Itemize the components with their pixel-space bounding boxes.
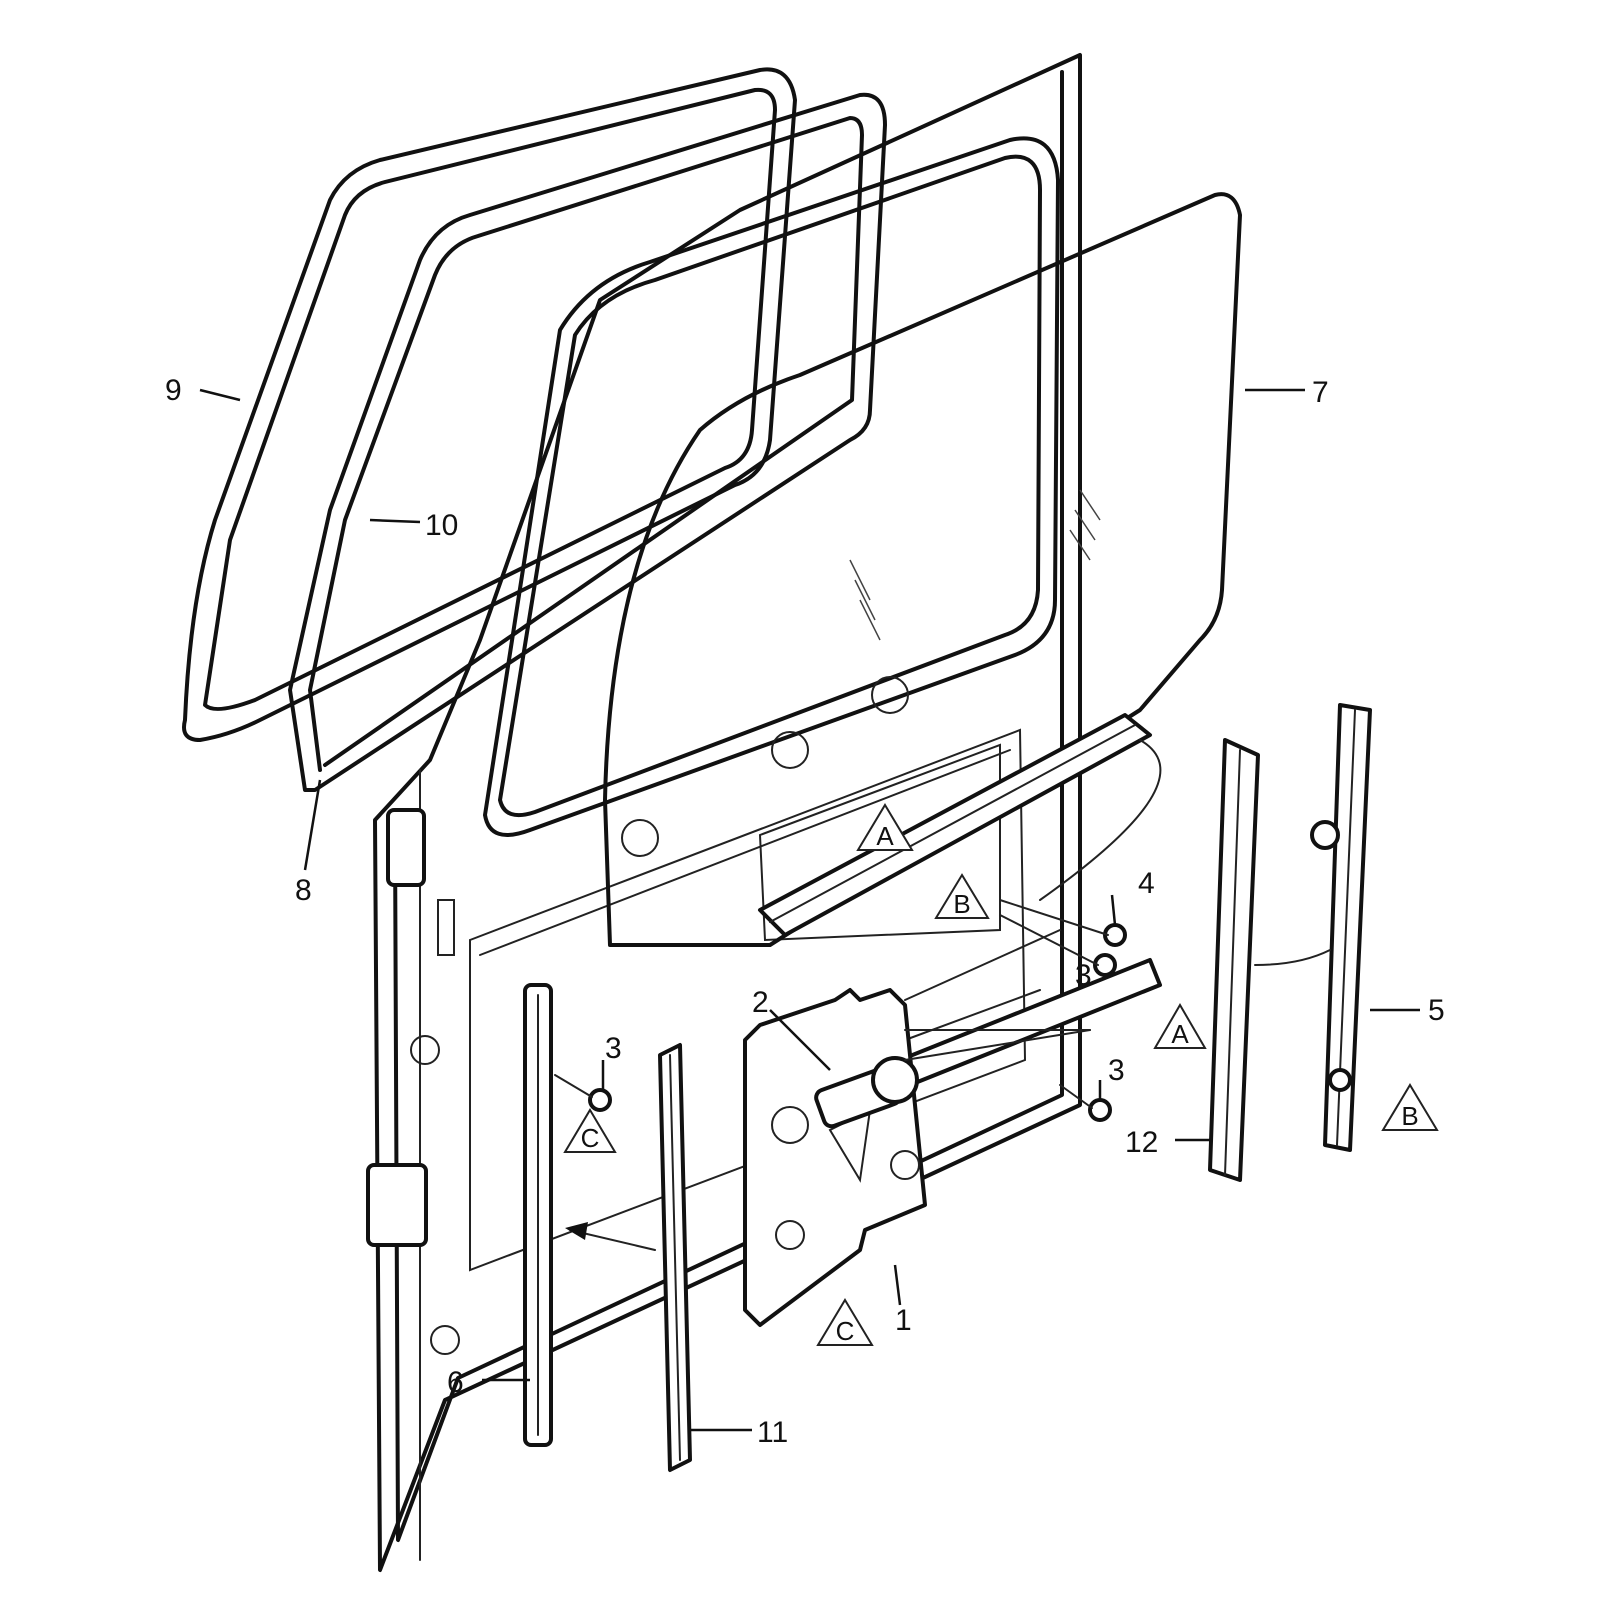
- outer-seal-frame: [182, 67, 797, 742]
- reference-marker-a-right: A: [1153, 1003, 1207, 1049]
- outer-seal-frame-inner: [203, 87, 777, 711]
- guide-rail: [1208, 738, 1260, 1182]
- reference-marker-c-left: C: [563, 1108, 617, 1153]
- rear-guide-rail: [523, 983, 553, 1447]
- callout-3-upper-right: 3: [1075, 959, 1092, 992]
- front-channel-strip: [658, 1043, 692, 1472]
- callout-9: 9: [165, 374, 182, 407]
- fasteners: [554, 899, 1127, 1122]
- callout-5: 5: [1428, 994, 1445, 1027]
- reference-marker-a-upper: A: [856, 803, 914, 851]
- glass-pane: [603, 192, 1242, 947]
- connection-lines: [565, 739, 1331, 1251]
- callout-6: 6: [447, 1366, 464, 1399]
- callout-3-left: 3: [605, 1032, 622, 1065]
- svg-text:A: A: [876, 821, 894, 851]
- callout-3-lower-right: 3: [1108, 1054, 1125, 1087]
- svg-text:A: A: [1171, 1019, 1189, 1049]
- reference-marker-b-right: B: [1381, 1083, 1439, 1131]
- rear-run-channel: [1310, 703, 1372, 1152]
- svg-text:C: C: [581, 1123, 600, 1153]
- inner-channel-frame-inner: [308, 116, 864, 772]
- window-motor: [814, 1056, 919, 1129]
- callout-10: 10: [425, 509, 458, 542]
- callout-8: 8: [295, 874, 312, 907]
- callout-12: 12: [1125, 1126, 1158, 1159]
- callout-2: 2: [752, 986, 769, 1019]
- svg-text:C: C: [836, 1316, 855, 1346]
- svg-text:B: B: [953, 889, 970, 919]
- callout-7: 7: [1312, 376, 1329, 409]
- regulator-plate: [743, 988, 927, 1327]
- svg-text:B: B: [1401, 1101, 1418, 1131]
- callout-labels: 9 10 7 8 2 3 4 3 3 5 1 6 11 12: [165, 374, 1445, 1449]
- reference-marker-b-upper: B: [934, 873, 990, 919]
- reference-marker-c-lower: C: [816, 1298, 874, 1346]
- callout-leaders: [199, 388, 1420, 1432]
- inner-channel-frame: [288, 92, 887, 792]
- callout-1: 1: [895, 1304, 912, 1337]
- callout-11: 11: [757, 1416, 788, 1449]
- callout-4: 4: [1138, 867, 1155, 900]
